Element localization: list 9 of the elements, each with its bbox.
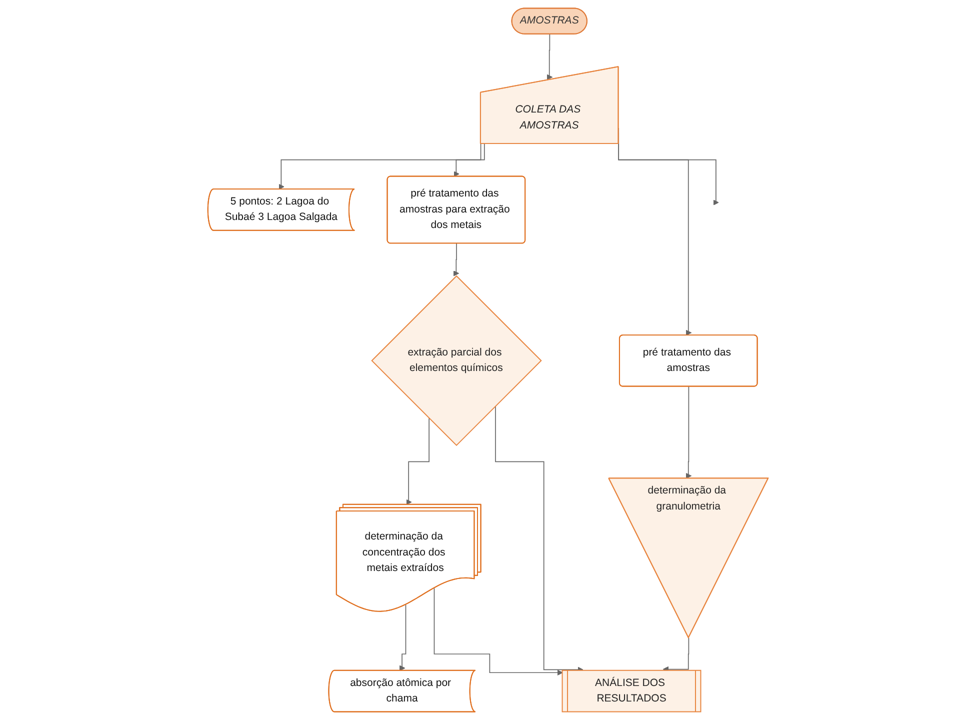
arrow (453, 243, 460, 276)
arrow (454, 143, 485, 177)
arrow (495, 406, 584, 673)
node-diamond: extração parcial dos elementos químicos (371, 275, 542, 446)
arrow (434, 588, 563, 676)
arrow (546, 34, 553, 80)
arrow (406, 418, 430, 505)
arrow (399, 604, 406, 671)
arrow (686, 386, 692, 479)
